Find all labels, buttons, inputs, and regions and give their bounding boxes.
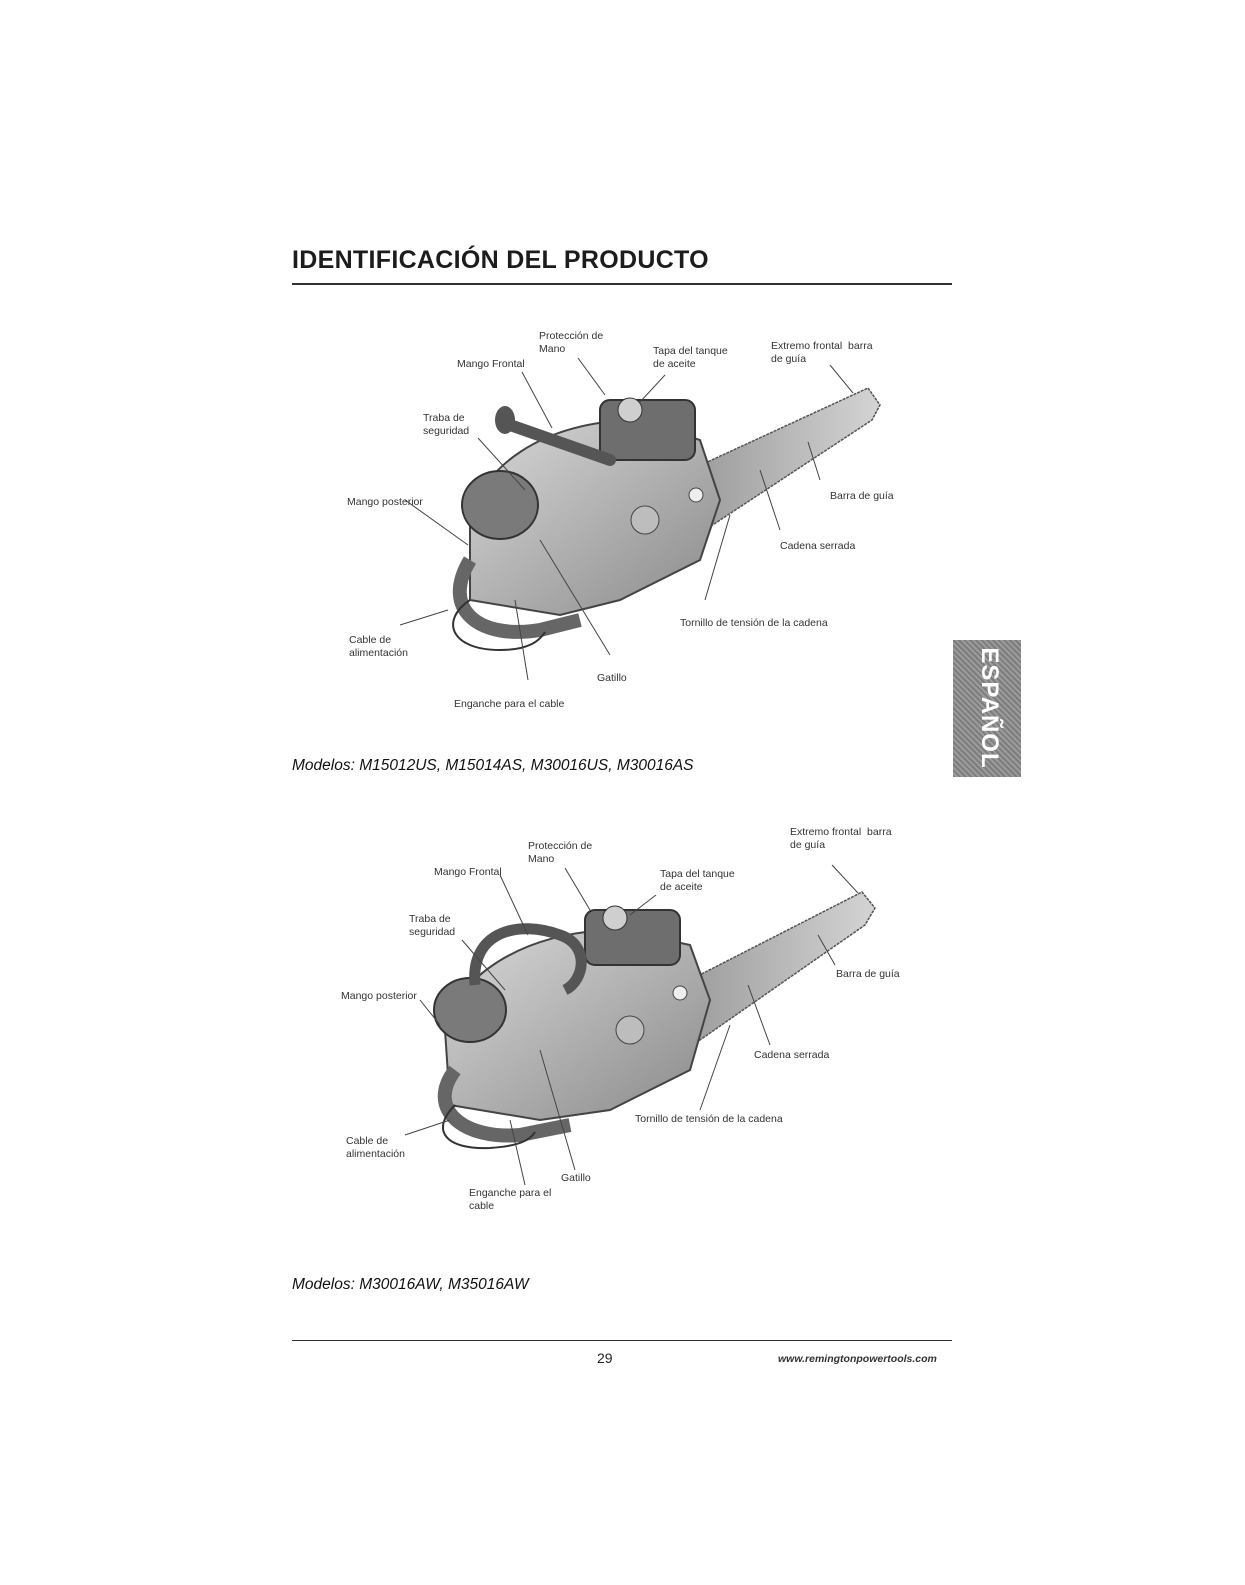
label-tapa-tanque-2: Tapa del tanque de aceite <box>660 868 735 894</box>
label-traba-seguridad-2: Traba de seguridad <box>409 913 455 939</box>
website-url: www.remingtonpowertools.com <box>778 1353 937 1365</box>
label-mango-frontal-2: Mango Frontal <box>434 866 502 879</box>
figure-2-caption: Modelos: M30016AW, M35016AW <box>292 1276 529 1294</box>
label-mango-posterior-2: Mango posterior <box>341 990 417 1003</box>
page-number: 29 <box>597 1350 613 1366</box>
label-barra-guia-2: Barra de guía <box>836 968 900 981</box>
label-extremo-frontal-2: Extremo frontal barra de guía <box>790 826 892 852</box>
label-tornillo-tension-2: Tornillo de tensión de la cadena <box>635 1113 783 1126</box>
footer-rule <box>292 1340 952 1341</box>
side-tab-label: ESPAÑOL <box>975 647 1003 768</box>
label-proteccion-mano-2: Protección de Mano <box>528 840 592 866</box>
language-side-tab: ESPAÑOL <box>953 640 1021 777</box>
label-gatillo-2: Gatillo <box>561 1172 591 1185</box>
label-cable-alimentacion-2: Cable de alimentación <box>346 1135 405 1161</box>
label-enganche-cable-2: Enganche para el cable <box>469 1187 551 1213</box>
chainsaw-illustration-2 <box>0 0 1245 1260</box>
label-cadena-serrada-2: Cadena serrada <box>754 1049 829 1062</box>
